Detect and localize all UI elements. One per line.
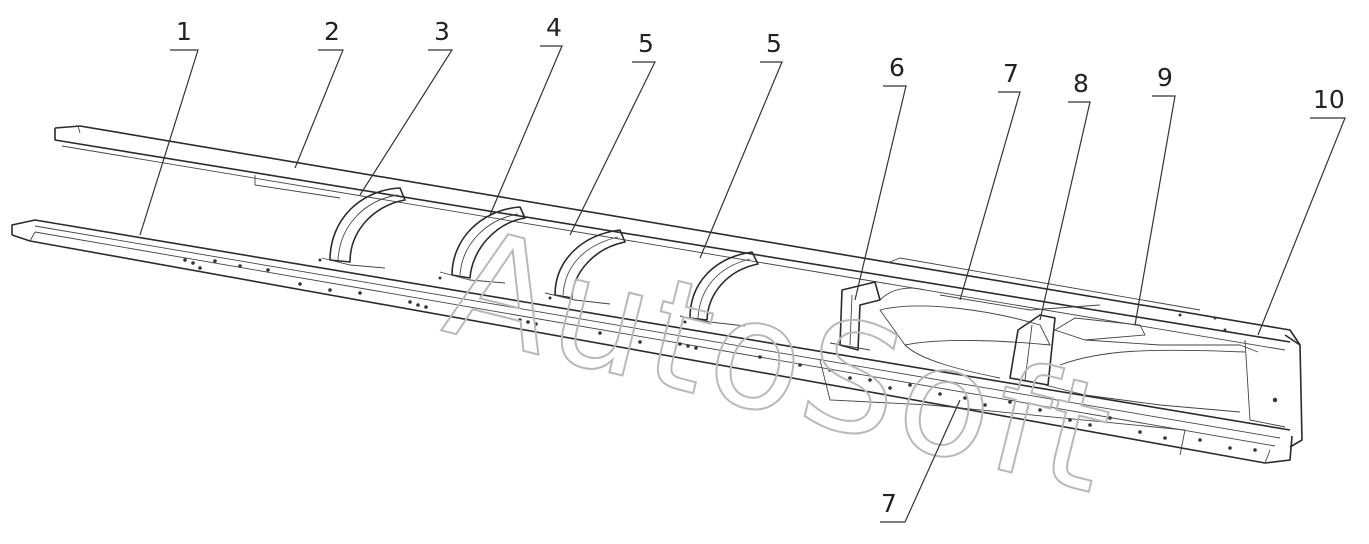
crossmember-6 [829,281,926,351]
callout-7b: 7 [881,489,897,518]
crossmember-3 [321,187,406,269]
callout-8: 8 [1073,69,1089,98]
crossmember-4 [439,206,526,284]
callout-10: 10 [1313,85,1345,114]
callout-numbers: 1 2 3 4 5 5 6 7 8 9 10 7 [176,13,1345,518]
callout-2: 2 [324,17,340,46]
callout-5b: 5 [766,29,782,58]
mounting-holes [183,258,1278,452]
callout-3: 3 [434,17,450,46]
callout-4: 4 [546,13,562,42]
callout-1: 1 [176,17,192,46]
callout-7a: 7 [1003,59,1019,88]
crossmember-8 [1009,314,1241,413]
near-side-rail [11,219,1293,464]
crossmember-9 [1053,317,1246,366]
crossmember-7 [879,294,1101,379]
leader-lines [139,45,1346,523]
far-side-rail [54,125,1301,351]
rear-end-crossmember [1239,334,1303,448]
watermark: AutoSoft [431,196,1129,528]
crossmember-5b [679,251,759,327]
callout-6: 6 [889,53,905,82]
callout-9: 9 [1157,63,1173,92]
crossmember-5a [544,229,626,305]
callout-5a: 5 [638,29,654,58]
